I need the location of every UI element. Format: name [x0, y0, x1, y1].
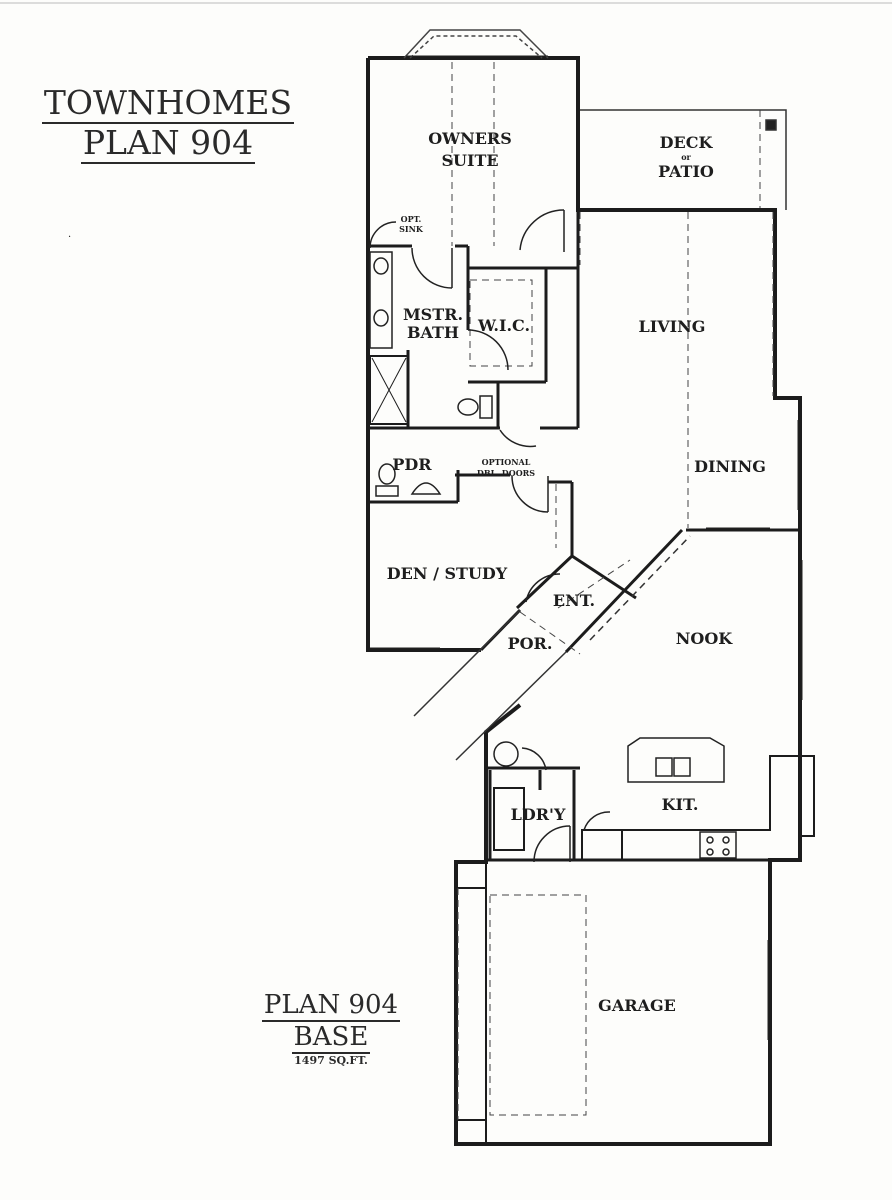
label-owners-suite-2: SUITE	[441, 151, 498, 170]
deck-outline	[580, 109, 787, 210]
label-ent: ENT.	[553, 591, 595, 610]
label-dining: DINING	[694, 457, 766, 476]
title-line-1: TOWNHOMES	[41, 83, 295, 124]
door-swings	[369, 209, 611, 863]
label-garage: GARAGE	[598, 996, 676, 1015]
interior-walls	[368, 210, 815, 1145]
label-kit: KIT.	[662, 795, 699, 814]
label-den-study: DEN / STUDY	[387, 564, 508, 583]
label-por: POR.	[508, 634, 553, 653]
label-nook: NOOK	[676, 629, 734, 648]
caption-line-2: BASE	[291, 1022, 371, 1054]
label-optional-2: DBL. DOORS	[477, 468, 535, 478]
label-mstr-bath-1: MSTR.	[403, 305, 463, 324]
label-optional-1: OPTIONAL	[482, 457, 531, 467]
sheet-title: TOWNHOMES PLAN 904	[40, 84, 296, 164]
label-opt-sink-2: SINK	[399, 224, 424, 234]
caption-line-1: PLAN 904	[261, 990, 401, 1022]
title-line-2: PLAN 904	[80, 123, 256, 164]
windows	[370, 55, 803, 1040]
fixtures	[369, 251, 737, 859]
room-labels: OWNERS SUITE DECK or PATIO OPT. SINK MST…	[387, 129, 766, 1015]
caption-area: 1497 SQ.FT.	[294, 1054, 368, 1067]
label-deck-1: DECK	[660, 133, 714, 152]
label-ldry: LDR'Y	[511, 805, 566, 824]
label-pdr: PDR	[392, 455, 432, 474]
label-mstr-bath-2: BATH	[407, 323, 459, 342]
label-owners-suite-1: OWNERS	[428, 129, 512, 148]
stray-mark: ·	[68, 232, 71, 243]
reference-lines	[451, 62, 774, 1120]
label-living: LIVING	[639, 317, 706, 336]
label-deck-or: or	[681, 152, 691, 162]
walkway	[413, 535, 691, 761]
label-deck-2: PATIO	[658, 162, 714, 181]
bay-window	[403, 29, 549, 59]
label-wic: W.I.C.	[477, 316, 530, 335]
plan-caption: PLAN 904 BASE 1497 SQ.FT.	[258, 990, 404, 1068]
label-opt-sink-1: OPT.	[401, 214, 422, 224]
